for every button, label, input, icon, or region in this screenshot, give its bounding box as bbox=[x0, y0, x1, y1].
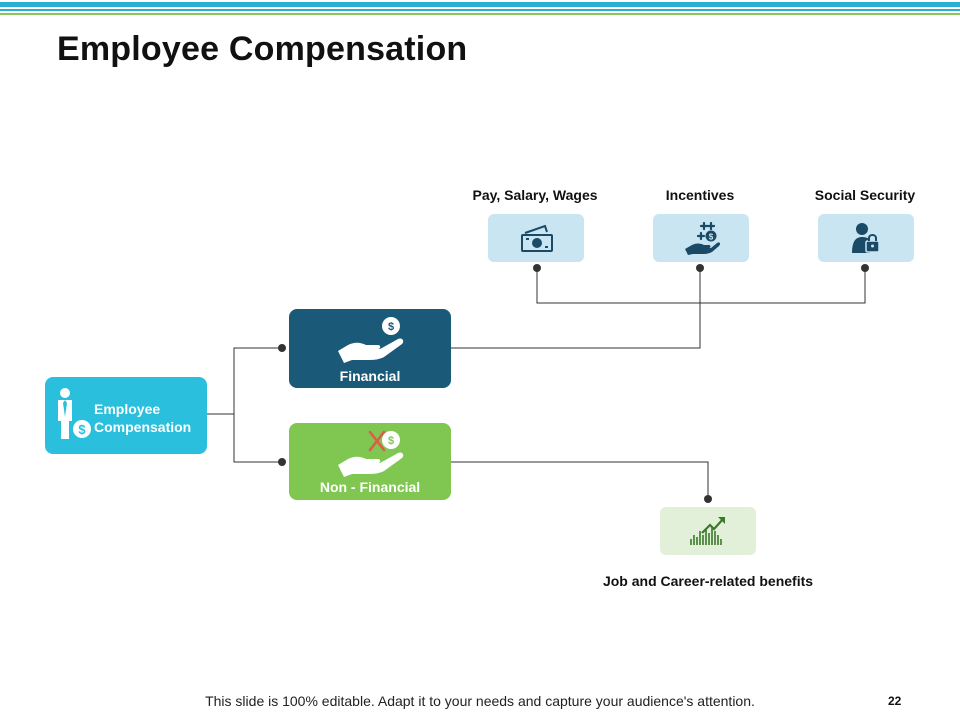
child-node-social-security[interactable] bbox=[818, 214, 914, 262]
connector-dot bbox=[278, 344, 286, 352]
connector-dot bbox=[861, 264, 869, 272]
connector-dot bbox=[278, 458, 286, 466]
root-label-line2: Compensation bbox=[94, 419, 192, 435]
incentive-hand-icon: $ bbox=[685, 221, 721, 255]
root-label-line1: Employee bbox=[94, 401, 161, 417]
top-accent-bar-blue bbox=[0, 2, 960, 7]
child-label-job-career-benefits: Job and Career-related benefits bbox=[602, 573, 814, 589]
svg-text:$: $ bbox=[78, 422, 86, 437]
top-accent-bar-line bbox=[0, 9, 960, 11]
non-financial-node[interactable]: $ Non - Financial bbox=[289, 423, 451, 500]
security-person-icon bbox=[852, 223, 880, 253]
footer-text: This slide is 100% editable. Adapt it to… bbox=[205, 693, 755, 709]
money-icon bbox=[521, 224, 553, 252]
child-node-job-career-benefits[interactable] bbox=[660, 507, 756, 555]
root-node-employee-compensation[interactable]: $ Employee Compensation bbox=[45, 377, 207, 454]
page-number: 22 bbox=[888, 694, 902, 708]
top-accent-bar-green bbox=[0, 13, 960, 15]
svg-text:$: $ bbox=[709, 233, 714, 242]
financial-node[interactable]: $ Financial bbox=[289, 309, 451, 388]
child-node-incentives[interactable]: $ bbox=[653, 214, 749, 262]
svg-text:$: $ bbox=[388, 435, 394, 447]
child-node-pay-salary-wages[interactable] bbox=[488, 214, 584, 262]
non-financial-label: Non - Financial bbox=[319, 479, 421, 495]
hand-coin-icon: $ bbox=[338, 317, 404, 363]
hand-coin-crossed-icon: $ bbox=[338, 430, 404, 477]
svg-text:$: $ bbox=[388, 321, 394, 333]
connector-non-financial bbox=[451, 461, 709, 499]
growth-chart-icon bbox=[690, 517, 725, 545]
slide-title: Employee Compensation bbox=[57, 30, 468, 68]
connector-dot bbox=[696, 264, 704, 272]
child-label-social-security: Social Security bbox=[814, 187, 916, 203]
child-label-incentives: Incentives bbox=[665, 187, 735, 203]
connector-financial-children bbox=[536, 268, 866, 304]
financial-label: Financial bbox=[339, 368, 401, 384]
connector-dot bbox=[533, 264, 541, 272]
employee-icon: $ bbox=[58, 388, 91, 439]
connector-dot bbox=[704, 495, 712, 503]
connector-root bbox=[207, 347, 282, 463]
child-label-pay-salary-wages: Pay, Salary, Wages bbox=[472, 187, 598, 203]
connector-financial bbox=[451, 268, 701, 349]
